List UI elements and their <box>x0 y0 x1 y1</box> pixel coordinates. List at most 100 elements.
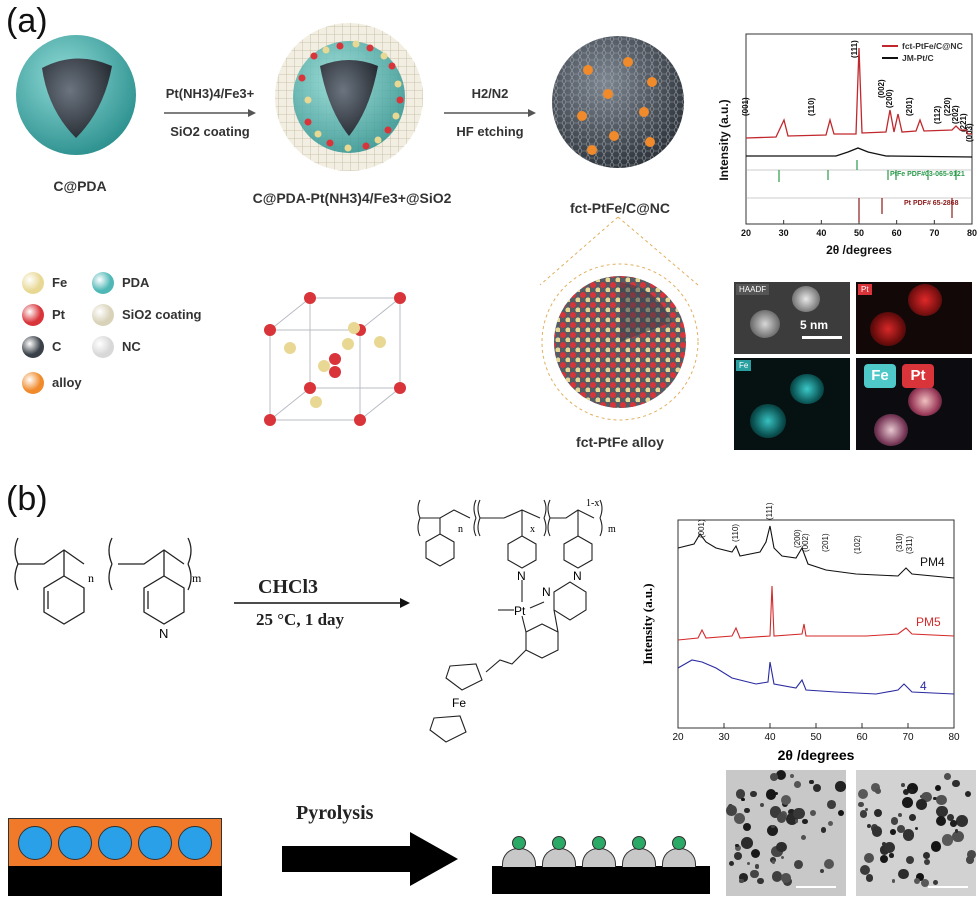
nanoparticle <box>820 827 827 833</box>
nanoparticle <box>827 821 834 827</box>
xrd-b-tick-label: 30 <box>718 732 730 743</box>
xrd-b-peak-label: (111) <box>765 502 774 520</box>
nanoparticle <box>966 856 974 864</box>
nanoparticle <box>858 801 864 808</box>
nanoparticle <box>827 800 837 809</box>
xrd-a-ylabel: Intensity (a.u.) <box>717 99 731 180</box>
nanoparticle <box>897 812 903 817</box>
poly-right-1mx: 1-x <box>586 498 599 509</box>
xrd-a-tick-label: 20 <box>741 228 751 238</box>
nanoparticle <box>740 836 753 849</box>
nanoparticle <box>964 790 971 797</box>
c-pda-sphere <box>16 35 136 155</box>
reaction-solvent: CHCl3 <box>258 576 318 598</box>
xrd-b-tick-label: 70 <box>902 732 914 743</box>
poly-right-N3: N <box>542 585 551 599</box>
nanoparticle <box>771 860 775 864</box>
nanoparticle <box>739 872 749 882</box>
nanoparticle <box>949 819 957 827</box>
nanoparticle <box>865 808 869 812</box>
xrd-b-label-4: 4 <box>920 679 927 693</box>
xrd-b-peak-label: (200) <box>793 529 802 548</box>
step1-arrow <box>164 109 256 117</box>
xrd-b-tick-label: 20 <box>672 732 684 743</box>
xrd-a-peak-label: (200) <box>885 89 894 108</box>
nanoparticle <box>871 782 881 792</box>
nanoparticle <box>936 816 947 827</box>
overlay-fe-label: Fe <box>864 364 896 388</box>
tem-image-1 <box>726 770 846 896</box>
nanoparticle <box>857 788 869 800</box>
haadf-image: HAADF 5 nm <box>734 282 850 354</box>
embedded-particle <box>58 826 92 860</box>
nanoparticle <box>905 855 915 864</box>
nanoparticle <box>946 814 954 822</box>
nanoparticle <box>890 816 899 825</box>
xrd-a-tick-label: 40 <box>816 228 826 238</box>
xrd-a-ref1: PtFe PDF#03-065-9121 <box>890 171 965 178</box>
nanoparticle <box>774 792 778 796</box>
nanoparticle <box>913 877 920 885</box>
xrd-a-peak-label: (112) <box>933 105 942 124</box>
legend-label: SiO2 coating <box>122 307 202 322</box>
nanoparticle <box>875 787 882 794</box>
xrd-b-xlabel: 2θ /degrees <box>778 747 855 763</box>
xrd-b-tick-label: 40 <box>764 732 776 743</box>
nanoparticle <box>726 805 737 816</box>
xrd-b-peak-label: (201) <box>821 533 830 552</box>
xrd-a-tick-label: 60 <box>892 228 902 238</box>
xrd-b-label-pm5: PM5 <box>916 615 941 629</box>
poly-left-m: m <box>192 571 202 585</box>
legend-swatch-sio2-coating <box>92 304 114 326</box>
nanoparticle <box>769 856 777 864</box>
nanoparticle <box>923 859 930 866</box>
poly-right-x: x <box>530 524 535 535</box>
scale-bar-label: 5 nm <box>800 318 829 332</box>
nanoparticle <box>754 864 760 869</box>
nanoparticle <box>898 868 909 879</box>
legend-label: Fe <box>52 275 68 290</box>
nanoparticle <box>879 855 888 864</box>
nanoparticle <box>776 841 787 853</box>
poly-right-N1: N <box>517 569 526 583</box>
nanoparticle <box>780 855 784 860</box>
xrd-a-peak-label: (001) <box>741 97 750 116</box>
pyrolysis-label: Pyrolysis <box>296 802 374 824</box>
nanoparticle <box>952 779 961 788</box>
fct-unit-cell <box>264 292 406 426</box>
xrd-a-red-trace <box>745 47 972 139</box>
nanoparticle <box>750 869 759 879</box>
poly-right-n: n <box>458 524 463 535</box>
nanoparticle <box>793 807 805 819</box>
legend-label: NC <box>122 339 141 354</box>
polymer-right-structure: n x 1-x m N N N Pt Fe <box>417 498 616 743</box>
nanoparticle <box>780 795 791 806</box>
nanoparticle <box>955 814 968 827</box>
nanoparticle <box>819 868 825 874</box>
nanoparticle <box>916 872 925 881</box>
xrd-a-ref2: Pt PDF# 65-2868 <box>904 200 959 207</box>
nanoparticle <box>775 770 786 781</box>
legend-swatch-pt <box>22 304 44 326</box>
carbon-dome <box>582 848 616 867</box>
xrd-b-tick-label: 60 <box>856 732 868 743</box>
nanoparticle <box>802 818 809 825</box>
nanoparticle <box>750 848 760 859</box>
nanoparticle <box>781 873 792 884</box>
intermediate-sphere <box>275 23 423 171</box>
legend-swatch-alloy <box>22 372 44 394</box>
nanoparticle <box>906 782 919 794</box>
nanoparticle <box>966 849 976 859</box>
poly-right-Pt: Pt <box>514 604 526 618</box>
legend-label: alloy <box>52 375 82 390</box>
tem-image-2 <box>856 770 976 896</box>
xrd-b-label-pm4: PM4 <box>920 555 945 569</box>
nanoparticle <box>769 772 778 782</box>
nanoparticle <box>786 813 798 825</box>
nanoparticle <box>865 873 874 882</box>
panel-a-label: (a) <box>6 2 48 40</box>
nanoparticle <box>733 813 745 825</box>
xrd-b-peak-label: (110) <box>731 524 740 542</box>
metal-particle <box>512 836 526 850</box>
nanoparticle <box>757 877 764 884</box>
